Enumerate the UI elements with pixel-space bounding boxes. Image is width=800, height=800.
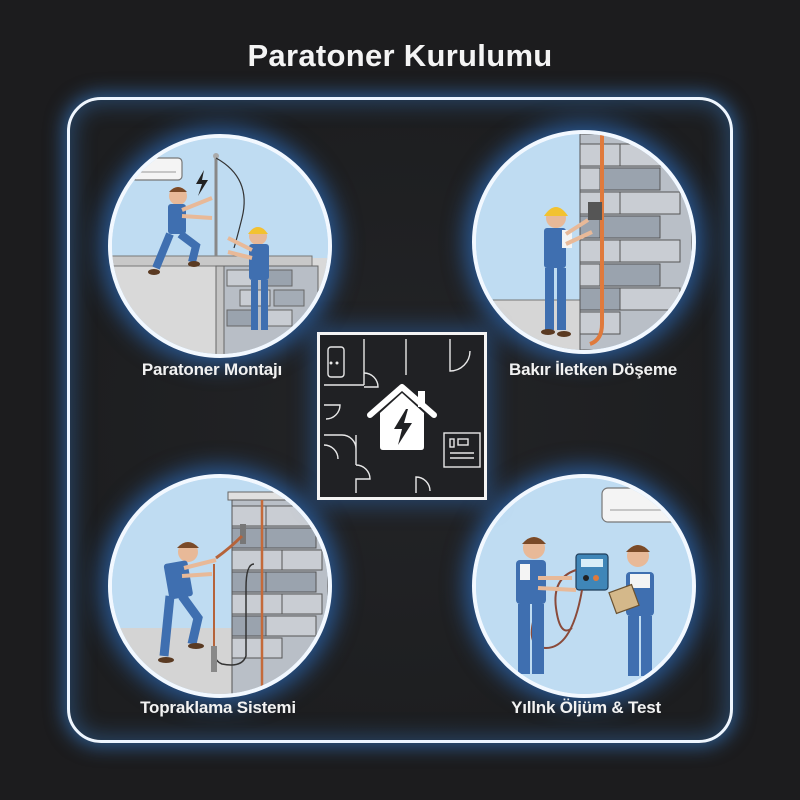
- step-label: Bakır İletken Döşeme: [509, 360, 677, 379]
- grounding-system-illustration: [108, 474, 332, 698]
- copper-conductor-laying-illustration: [472, 130, 696, 354]
- house-lightning-icon: [367, 384, 437, 450]
- annual-measurement-test-illustration: [472, 474, 696, 698]
- step-label: Topraklama Sistemi: [140, 698, 296, 717]
- floor-plan-icon: [317, 332, 487, 500]
- page-title: Paratoner Kurulumu: [247, 38, 553, 73]
- step-label: Yıllnk Öljüm & Test: [511, 698, 661, 717]
- lightning-rod-installation-illustration: [108, 134, 332, 358]
- step-label: Paratoner Montajı: [141, 360, 283, 379]
